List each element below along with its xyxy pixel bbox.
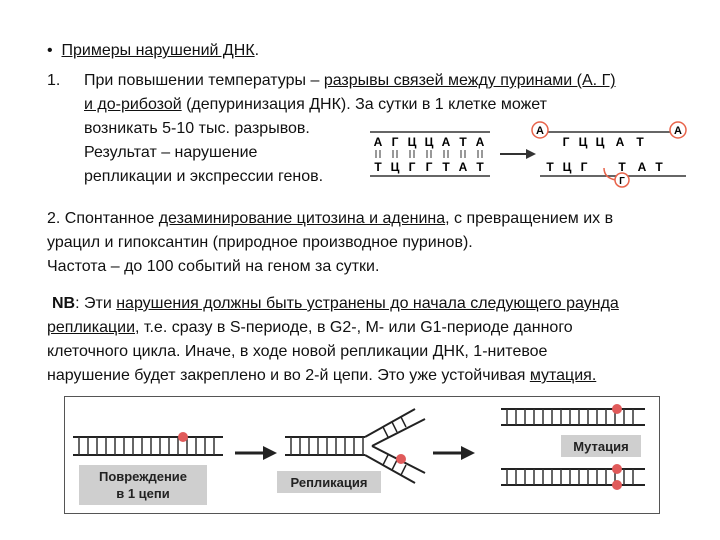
item1-line4: Результат – нарушение — [84, 144, 258, 161]
nb-line4-pre: нарушение будет закреплено и во 2-й цепи… — [47, 367, 530, 384]
damage-label-line1: Повреждение — [99, 469, 187, 484]
base-letter: А — [374, 135, 383, 149]
duplex-rungs-2 — [290, 437, 364, 455]
base-letter: Т — [374, 160, 382, 174]
base-letter: А — [459, 160, 468, 174]
right-arrow-icon — [500, 149, 536, 159]
base-letter: Т — [459, 135, 467, 149]
bullet-tail: . — [254, 42, 260, 59]
nb-line1-underlined: нарушения должны быть устранены до начал… — [116, 295, 619, 312]
daughter-duplex-bottom-rungs — [506, 469, 634, 485]
svg-text:Г: Г — [619, 176, 625, 187]
base-letter: Ц — [425, 135, 434, 149]
item1-line2-underlined: и до-рибозой — [84, 96, 182, 113]
released-adenine-right: А — [669, 121, 687, 139]
base-letter: Г — [392, 135, 399, 149]
item1-line1: При повышении температуры – разрывы связ… — [84, 71, 616, 91]
base-letter: Г — [563, 135, 570, 149]
item1-line2: и до-рибозой (депуринизация ДНК). За сут… — [84, 95, 547, 115]
base-letter: Г — [426, 160, 433, 174]
base-letter: А — [442, 135, 451, 149]
nb-line2-underlined: репликации — [47, 319, 136, 336]
base-letter: Ц — [596, 135, 605, 149]
base-letter: Ц — [563, 160, 572, 174]
fork-rungs — [382, 416, 407, 476]
nb-line4-underlined: мутация. — [529, 367, 597, 384]
released-adenine-left: А — [531, 121, 549, 139]
base-letter: Г — [581, 160, 588, 174]
base-letter: А — [476, 135, 485, 149]
base-letter: Т — [546, 160, 554, 174]
replication-label: Репликация — [291, 475, 368, 490]
mutation-label-box — [561, 435, 641, 457]
item1-line1-underlined: разрывы связей между пуринами (А. Г) — [323, 72, 616, 89]
item2-line1-underlined: дезаминирование цитозина и аденина — [158, 210, 446, 227]
base-letter: Ц — [391, 160, 400, 174]
mutation-dot-b — [612, 480, 622, 490]
nb-line3: клеточного цикла. Иначе, в ходе новой ре… — [47, 343, 548, 360]
replication-label-box — [277, 471, 381, 493]
mutation-dot-top — [612, 404, 622, 414]
base-letter: Т — [442, 160, 450, 174]
arrow-right-icon-2 — [433, 446, 475, 460]
daughter-duplex-top-rungs — [506, 409, 634, 425]
svg-text:А: А — [674, 125, 682, 137]
arrow-right-icon — [235, 446, 277, 460]
item1-line5: репликации и экспрессии генов. — [84, 168, 324, 185]
item2-line1-post: , с превращением их в — [445, 210, 614, 227]
damage-dot-fork — [396, 454, 406, 464]
item2-line1: 2. Спонтанное дезаминирование цитозина и… — [47, 209, 613, 229]
bullet-heading: • Примеры нарушений ДНК. — [47, 41, 259, 61]
nb-line2-post: , т.е. сразу в S-периоде, в G2-, M- или … — [135, 319, 573, 336]
base-letter: Т — [618, 160, 626, 174]
mutation-label: Мутация — [573, 439, 628, 454]
nb-line2: репликации, т.е. сразу в S-периоде, в G2… — [47, 318, 573, 338]
left-hydrogen-bonds — [375, 150, 483, 158]
base-letter: А — [638, 160, 647, 174]
replication-diagram: Повреждение в 1 цепи Репликация — [64, 396, 660, 514]
svg-text:А: А — [536, 125, 544, 137]
bullet-marker: • — [47, 42, 53, 59]
base-letter: Т — [636, 135, 644, 149]
damage-label-box — [79, 465, 207, 505]
nb-line1-a: : Эти — [75, 295, 117, 312]
mutation-dot-a — [612, 464, 622, 474]
nb-line1: NB: Эти нарушения должны быть устранены … — [52, 294, 619, 314]
base-letter: Т — [655, 160, 663, 174]
duplex-rungs-1 — [78, 437, 215, 455]
base-letter: А — [616, 135, 625, 149]
item1-line1-pre: При повышении температуры – — [84, 72, 324, 89]
base-letter: Ц — [579, 135, 588, 149]
item1-line3: возникать 5-10 тыс. разрывов. — [84, 120, 310, 137]
item2-line1-pre: 2. Спонтанное — [47, 210, 159, 227]
nb-label: NB — [52, 295, 76, 312]
released-guanine: Г — [603, 167, 630, 188]
nb-line4: нарушение будет закреплено и во 2-й цепи… — [47, 366, 596, 386]
item2-line3: Частота – до 100 событий на геном за сут… — [47, 258, 380, 275]
damage-dot — [178, 432, 188, 442]
base-letter: Ц — [408, 135, 417, 149]
base-letter: Т — [476, 160, 484, 174]
item1-line2-post: (депуринизация ДНК). За сутки в 1 клетке… — [181, 96, 547, 113]
damage-label-line2: в 1 цепи — [116, 486, 170, 501]
base-letter: Г — [409, 160, 416, 174]
bullet-text: Примеры нарушений ДНК — [61, 42, 255, 59]
item1-number: 1. — [47, 72, 61, 89]
item2-line2: урацил и гипоксантин (природное производ… — [47, 234, 473, 251]
